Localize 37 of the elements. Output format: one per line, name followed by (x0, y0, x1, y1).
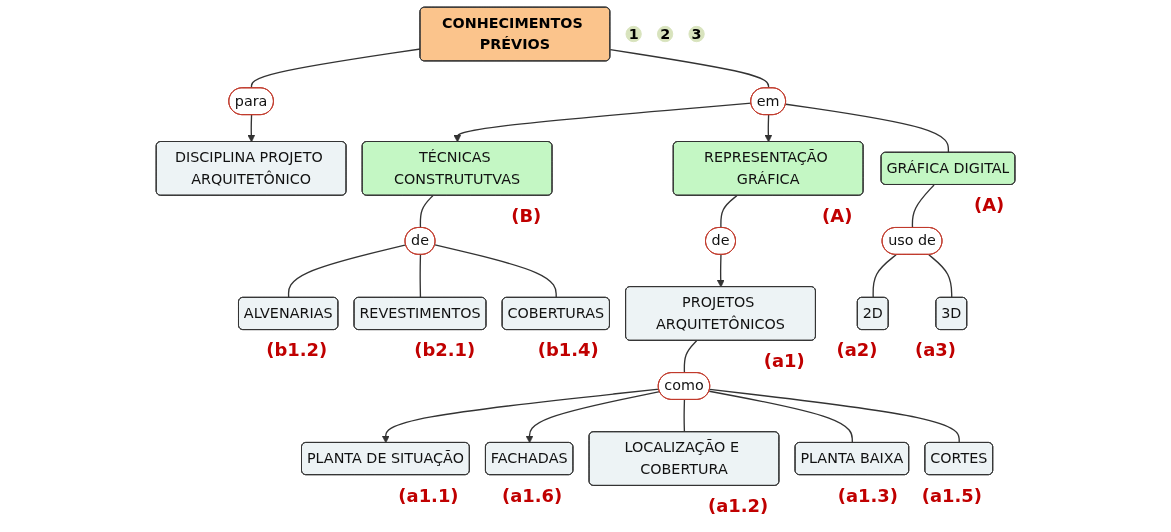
node-label: (a1.3) (837, 484, 898, 507)
connector (419, 195, 434, 229)
connector (872, 254, 897, 299)
connector (683, 399, 686, 433)
arrow (525, 390, 661, 444)
connector (911, 184, 935, 229)
node-label: (A) (822, 205, 853, 227)
connector (708, 390, 853, 444)
node-label: (a1.1) (398, 484, 459, 507)
connector (683, 340, 698, 374)
node-label: (a1) (763, 350, 805, 372)
arrow (764, 114, 773, 143)
node-label: (B) (511, 205, 542, 227)
connector (709, 388, 960, 444)
connector (287, 244, 407, 299)
arrow (381, 388, 660, 444)
connector (928, 254, 953, 299)
connector (785, 103, 950, 154)
connector (720, 195, 738, 229)
node-label: (a1.5) (921, 484, 982, 507)
arrow (247, 114, 256, 143)
node-circle: 3 (688, 25, 705, 43)
node-label: (b1.4) (537, 339, 599, 361)
node-label: (a1.6) (501, 484, 563, 507)
node-circle: 1 (625, 25, 642, 43)
arrow (453, 102, 752, 143)
connector (419, 254, 422, 299)
node-label: (a1.2) (707, 495, 769, 517)
connector (609, 48, 770, 89)
node-label: (a2) (836, 339, 878, 361)
node-circle: 2 (656, 25, 674, 43)
node-label: (A) (973, 194, 1005, 216)
connector (434, 244, 557, 299)
arrow (716, 254, 725, 288)
node-label: (b2.1) (414, 339, 476, 361)
node-label: (b1.2) (266, 339, 328, 361)
node-label: (a3) (915, 339, 956, 361)
